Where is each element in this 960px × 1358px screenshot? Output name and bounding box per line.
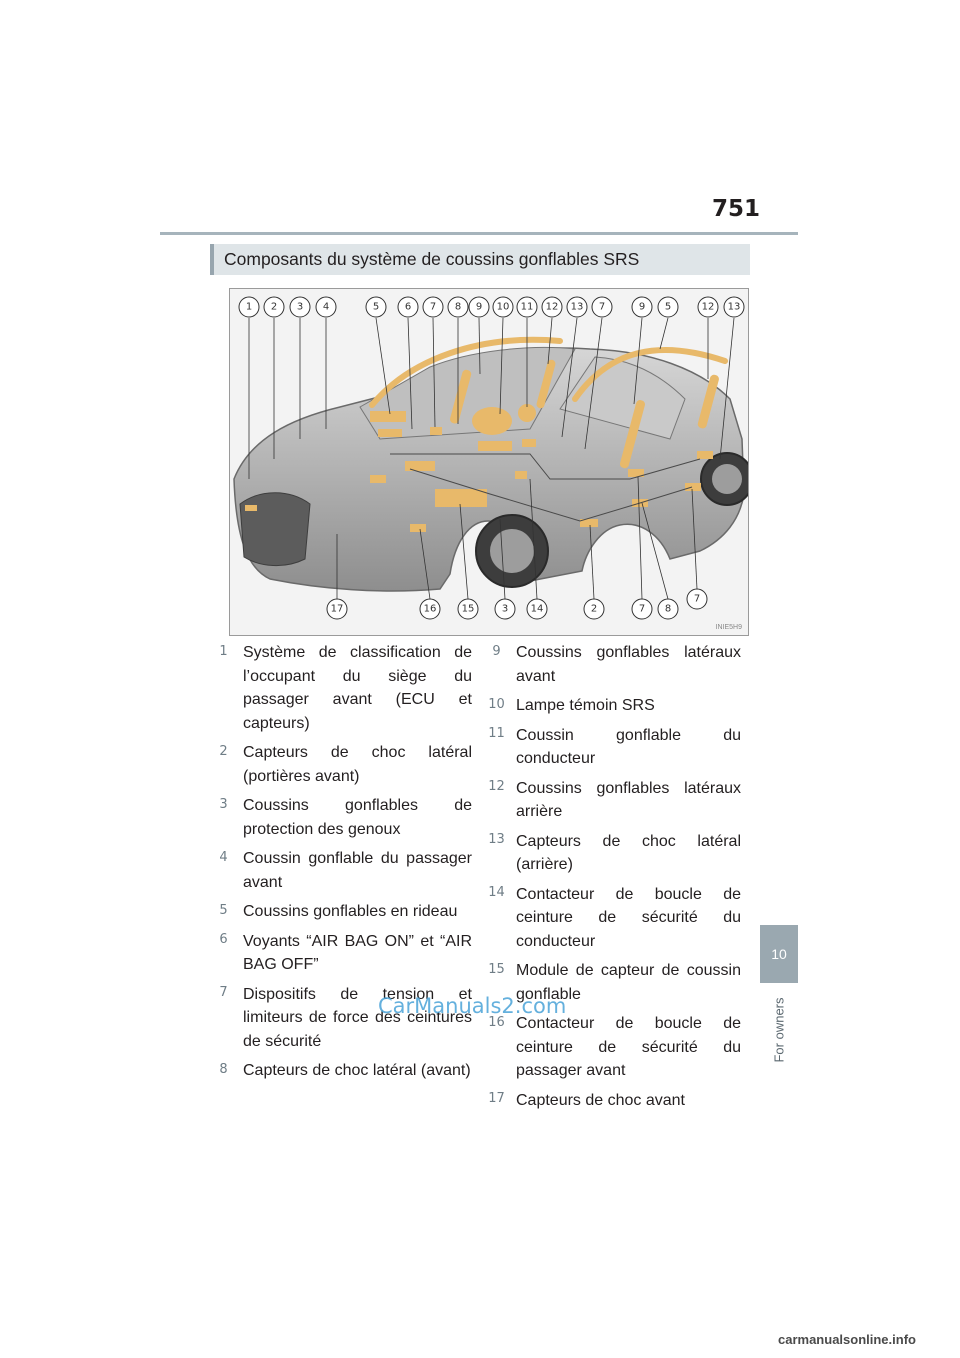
list-item: 3 Coussins gonflables de protection des g… <box>214 794 472 841</box>
callout-7b: 7 <box>599 302 605 313</box>
item-text: Capteurs de choc latéral (arrière) <box>516 833 741 874</box>
car-illustration: 1 2 3 4 5 6 7 8 9 10 11 12 13 7 9 5 12 1… <box>230 289 748 635</box>
list-item: 11 Coussin gonflable du conducteur <box>487 724 741 771</box>
item-text: Coussin gonflable du passager avant <box>243 850 472 891</box>
callout-7: 7 <box>430 302 436 313</box>
callout-8: 8 <box>455 302 461 313</box>
item-number-icon: 2 <box>214 742 233 761</box>
callout-6: 6 <box>405 302 411 313</box>
callout-1: 1 <box>246 302 252 313</box>
item-text: Système de classification de l’occupant … <box>243 644 472 732</box>
list-item: 10 Lampe témoin SRS <box>487 694 741 718</box>
section-title: Composants du système de coussins gonfla… <box>210 244 750 275</box>
callout-17: 17 <box>331 604 344 615</box>
callout-9b: 9 <box>639 302 645 313</box>
item-number-icon: 12 <box>487 778 506 797</box>
callout-5: 5 <box>373 302 379 313</box>
item-number-icon: 13 <box>487 831 506 850</box>
item-number-icon: 10 <box>487 695 506 714</box>
item-text: Coussins gonflables en rideau <box>243 903 457 920</box>
item-text: Contacteur de boucle de ceinture de sécu… <box>516 1015 741 1079</box>
item-number-icon: 3 <box>214 795 233 814</box>
item-text: Coussins gonflables de protection des ge… <box>243 797 472 838</box>
item-number-icon: 15 <box>487 960 506 979</box>
callout-12: 12 <box>546 302 559 313</box>
watermark-link[interactable]: CarManuals2.com <box>378 994 566 1018</box>
figure-code: INIE5H9 <box>716 624 742 631</box>
footer-site-link[interactable]: carmanualsonline.info <box>778 1332 916 1347</box>
callout-10: 10 <box>497 302 510 313</box>
callout-7c: 7 <box>639 604 645 615</box>
item-number-icon: 8 <box>214 1060 233 1079</box>
item-number-icon: 6 <box>214 931 233 950</box>
list-item: 5 Coussins gonflables en rideau <box>214 900 472 924</box>
item-number-icon: 11 <box>487 725 506 744</box>
item-number-icon: 5 <box>214 901 233 920</box>
callout-8b: 8 <box>665 604 671 615</box>
callout-4: 4 <box>323 302 329 313</box>
airbag-diagram: 1 2 3 4 5 6 7 8 9 10 11 12 13 7 9 5 12 1… <box>229 288 749 636</box>
list-item: 2 Capteurs de choc latéral (portières ava… <box>214 741 472 788</box>
callout-15: 15 <box>462 604 475 615</box>
item-number-icon: 4 <box>214 848 233 867</box>
callout-3b: 3 <box>502 604 508 615</box>
item-number-icon: 17 <box>487 1090 506 1109</box>
callout-9: 9 <box>476 302 482 313</box>
callout-11: 11 <box>521 302 534 313</box>
callout-12b: 12 <box>702 302 715 313</box>
item-text: Coussins gonflables latéraux avant <box>516 644 741 685</box>
callout-14: 14 <box>531 604 544 615</box>
item-text: Coussins gonflables latéraux arrière <box>516 780 741 821</box>
list-item: 6 Voyants “AIR BAG ON” et “AIR BAG OFF” <box>214 930 472 977</box>
chapter-label-box: For owners <box>760 990 798 1070</box>
chapter-tab[interactable]: 10 <box>760 925 798 983</box>
callout-16: 16 <box>424 604 437 615</box>
chapter-number: 10 <box>771 946 787 962</box>
item-text: Contacteur de boucle de ceinture de sécu… <box>516 886 741 950</box>
list-item: 13 Capteurs de choc latéral (arrière) <box>487 830 741 877</box>
item-text: Lampe témoin SRS <box>516 697 655 714</box>
list-item: 14 Contacteur de boucle de ceinture de sé… <box>487 883 741 954</box>
list-item: 12 Coussins gonflables latéraux arrière <box>487 777 741 824</box>
callout-2b: 2 <box>591 604 597 615</box>
callout-13b: 13 <box>728 302 741 313</box>
chapter-label: For owners <box>772 997 787 1062</box>
item-number-icon: 14 <box>487 884 506 903</box>
callout-3: 3 <box>297 302 303 313</box>
item-text: Capteurs de choc latéral (portières avan… <box>243 744 472 785</box>
header-rule <box>160 232 798 235</box>
list-item: 4 Coussin gonflable du passager avant <box>214 847 472 894</box>
list-item: 8 Capteurs de choc latéral (avant) <box>214 1059 472 1083</box>
callout-13: 13 <box>571 302 584 313</box>
list-item: 1 Système de classification de l’occupant… <box>214 641 472 735</box>
passenger-airbag <box>472 407 512 435</box>
list-item: 17 Capteurs de choc avant <box>487 1089 741 1113</box>
item-number-icon: 9 <box>487 642 506 661</box>
grille <box>240 493 310 566</box>
list-item: 9 Coussins gonflables latéraux avant <box>487 641 741 688</box>
item-text: Voyants “AIR BAG ON” et “AIR BAG OFF” <box>243 933 472 974</box>
legend-right-column: 9 Coussins gonflables latéraux avant 10 La… <box>487 641 741 1118</box>
legend-left-column: 1 Système de classification de l’occupant… <box>214 641 472 1089</box>
item-number-icon: 1 <box>214 642 233 661</box>
page-number: 751 <box>700 196 760 222</box>
callout-5b: 5 <box>665 302 671 313</box>
item-text: Capteurs de choc avant <box>516 1092 685 1109</box>
item-number-icon: 7 <box>214 984 233 1003</box>
callout-7d: 7 <box>694 594 700 605</box>
item-text: Coussin gonflable du conducteur <box>516 727 741 768</box>
callout-2: 2 <box>271 302 277 313</box>
airbag-sensor-module <box>435 489 487 507</box>
item-text: Capteurs de choc latéral (avant) <box>243 1062 471 1079</box>
